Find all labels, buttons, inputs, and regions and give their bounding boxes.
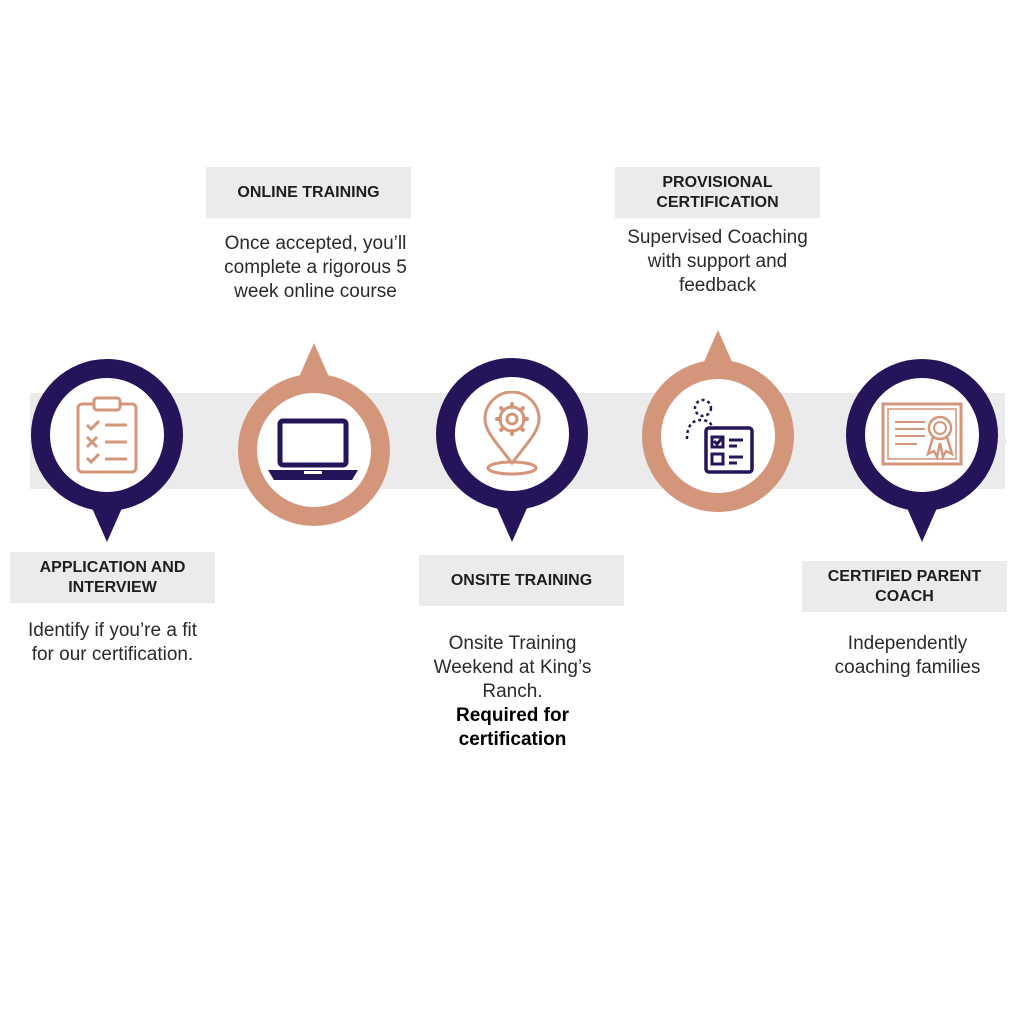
step-3-description: Onsite Training Weekend at King’s Ranch.… [415, 632, 610, 752]
step-5-pointer [907, 508, 937, 542]
step-3-description-text: Onsite Training Weekend at King’s Ranch. [433, 633, 592, 702]
step-2-description: Once accepted, you’ll complete a rigorou… [224, 233, 407, 302]
location-gear-icon [483, 391, 541, 476]
step-2-pointer [299, 343, 329, 377]
step-3-description-bold: Required for certification [456, 705, 569, 750]
step-3-marker [436, 358, 588, 510]
clipboard-checklist-icon [76, 396, 138, 474]
step-4-marker [642, 360, 794, 512]
step-3-title: ONSITE TRAINING [419, 555, 624, 606]
step-5-title: CERTIFIED PARENT COACH [802, 561, 1007, 612]
step-5-marker [846, 359, 998, 511]
step-1-marker [31, 359, 183, 511]
step-4-title: PROVISIONAL CERTIFICATION [615, 167, 820, 218]
step-1-description: Identify if you’re a fit for our certifi… [28, 620, 197, 665]
certificate-icon [881, 402, 963, 466]
step-5-description: Independently coaching families [834, 633, 981, 678]
step-4-pointer [703, 330, 733, 364]
step-2-marker [238, 374, 390, 526]
step-4-description: Supervised Coaching with support and fee… [627, 227, 808, 296]
laptop-icon [268, 418, 358, 480]
step-1-title: APPLICATION AND INTERVIEW [10, 552, 215, 603]
supervised-checklist-icon [685, 398, 754, 474]
step-1-pointer [92, 508, 122, 542]
step-3-pointer [497, 508, 527, 542]
step-2-title: ONLINE TRAINING [206, 167, 411, 218]
